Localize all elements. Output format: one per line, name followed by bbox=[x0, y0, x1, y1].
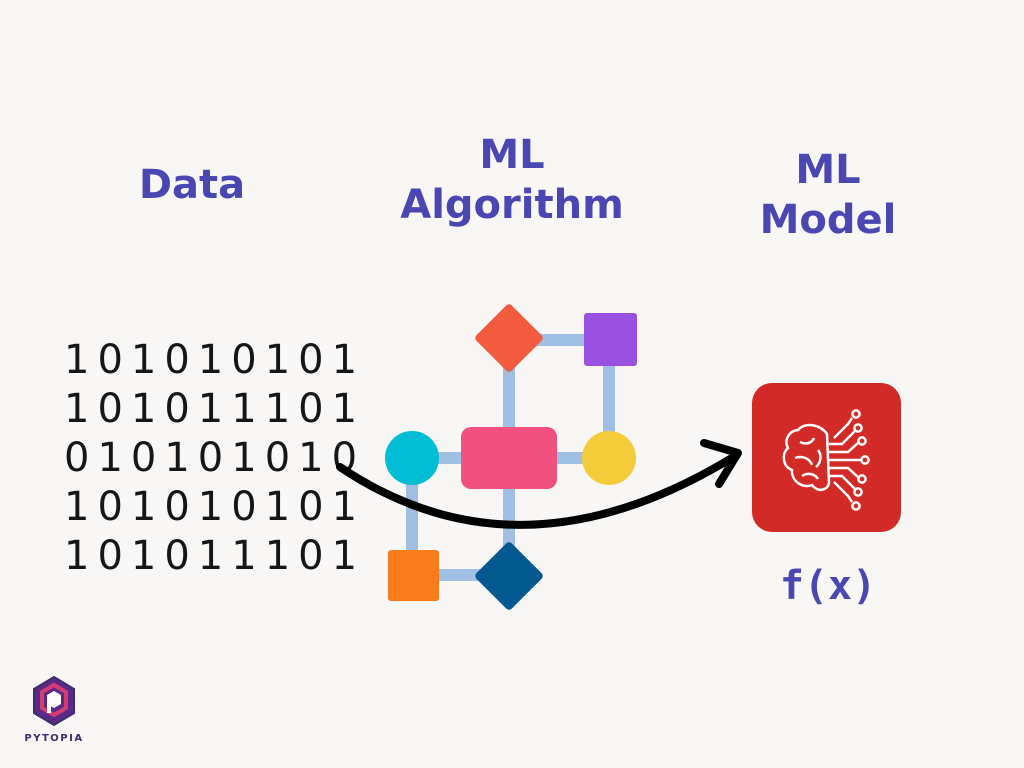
model-tile bbox=[752, 383, 901, 532]
hexagon-p-logo-icon bbox=[33, 675, 75, 727]
pink-rect-shape bbox=[461, 427, 557, 489]
diamond-top-shape bbox=[475, 304, 543, 372]
orange-square-shape bbox=[388, 550, 439, 601]
ml-algorithm-heading: ML Algorithm bbox=[362, 130, 662, 230]
purple-square-shape bbox=[584, 313, 637, 366]
ml-algorithm-heading-line1: ML bbox=[479, 132, 545, 178]
brain-circuit-icon bbox=[782, 409, 870, 511]
ml-model-heading: ML Model bbox=[728, 145, 928, 245]
binary-row: 101011101 bbox=[64, 533, 366, 579]
ml-model-heading-line1: ML bbox=[795, 147, 861, 193]
binary-row: 101011101 bbox=[64, 386, 366, 432]
binary-row: 101010101 bbox=[64, 484, 366, 530]
ml-algorithm-heading-line2: Algorithm bbox=[400, 182, 624, 228]
blue-diamond-shape bbox=[475, 542, 543, 610]
binary-data-block: 101010101 101011101 010101010 101010101 … bbox=[64, 336, 366, 581]
binary-row: 010101010 bbox=[64, 435, 366, 481]
curved-arrow-icon bbox=[336, 439, 742, 529]
data-heading: Data bbox=[92, 160, 292, 210]
data-heading-text: Data bbox=[138, 162, 246, 208]
model-function-label: f(x) bbox=[779, 563, 877, 609]
ml-model-heading-line2: Model bbox=[759, 197, 897, 243]
yellow-circle-shape bbox=[582, 431, 636, 485]
brand-name: PYTOPIA bbox=[24, 733, 84, 744]
cyan-circle-shape bbox=[385, 431, 439, 485]
binary-row: 101010101 bbox=[64, 337, 366, 383]
flowchart-network-icon bbox=[385, 304, 637, 610]
